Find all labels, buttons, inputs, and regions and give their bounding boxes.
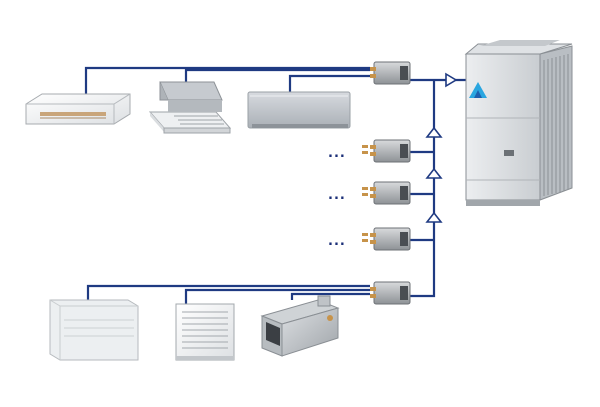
branch-box <box>370 227 411 251</box>
floor-console-unit <box>175 303 235 361</box>
main-header-pipe <box>410 80 436 298</box>
branch-joint-arrow <box>445 72 458 88</box>
pipe-ducted-unit <box>290 292 370 300</box>
continuation-dots: ... <box>328 234 346 249</box>
branch-joint-arrow <box>425 211 443 223</box>
branch-box <box>370 61 411 85</box>
branch-selector-boxes <box>362 61 411 305</box>
daikin-triangle-logo <box>469 82 487 98</box>
continuation-dots: ... <box>328 146 346 161</box>
pipe-console-unit <box>184 288 370 304</box>
floor-standing-unit <box>49 299 139 361</box>
branch-joint-arrow <box>425 167 443 179</box>
branch-box <box>370 139 411 163</box>
outdoor-unit <box>464 40 573 206</box>
ceiling-suspended-unit <box>25 93 131 125</box>
pipe-wall-unit <box>288 74 370 92</box>
branch-box <box>370 281 411 305</box>
pipe-floor-standing-unit <box>86 284 370 300</box>
branch-box <box>370 181 411 205</box>
branch-joint-arrow <box>425 126 443 138</box>
refrigerant-piping <box>84 66 466 304</box>
ducted-unit <box>260 295 340 357</box>
wall-mounted-unit <box>247 91 351 129</box>
continuation-dots: ... <box>328 188 346 203</box>
pipe-cassette-unit <box>184 68 370 86</box>
cassette-unit <box>148 81 232 134</box>
branch-joints <box>425 72 458 223</box>
pipe-ceiling-unit <box>84 66 370 96</box>
